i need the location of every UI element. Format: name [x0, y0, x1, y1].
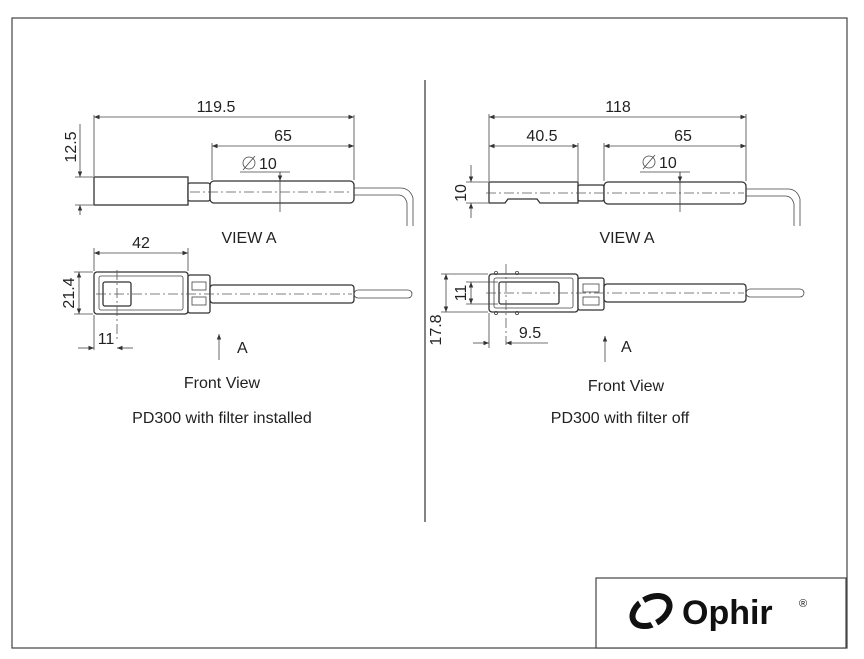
left-arrow-label: A [237, 340, 248, 357]
left-front-view-label: Front View [184, 375, 261, 392]
drawing-frame [11, 17, 848, 649]
right-caption: PD300 with filter off [551, 410, 690, 427]
left-head-length: 42 [132, 235, 150, 252]
right-side-view: 10 118 40.5 65 10 [453, 99, 801, 226]
left-caption: PD300 with filter installed [132, 410, 312, 427]
left-probe-diameter: 10 [259, 156, 277, 173]
right-inner-width: 11 [453, 285, 470, 302]
left-head-width: 21.4 [61, 277, 78, 308]
ophir-swoosh-icon [629, 592, 673, 630]
right-cable [746, 188, 801, 226]
logo-box [595, 577, 847, 649]
logo-registered-mark: ® [799, 598, 807, 610]
right-arrow-label: A [621, 339, 632, 356]
right-view-a-label: VIEW A [599, 230, 654, 247]
right-head-height: 10 [453, 184, 470, 202]
left-side-view: 10 119.5 65 12.5 [63, 99, 414, 226]
right-aperture-offset: 9.5 [519, 325, 541, 342]
left-probe-length: 65 [274, 128, 292, 145]
right-front-view-label: Front View [588, 378, 665, 395]
left-view-a-label: VIEW A [221, 230, 276, 247]
right-outer-width: 17.8 [428, 314, 445, 345]
logo-text: Ophir [682, 594, 773, 632]
right-probe-diameter: 10 [659, 155, 677, 172]
left-window-offset: 11 [98, 331, 115, 348]
right-front-view: 11 17.8 9.5 A [428, 264, 805, 362]
ophir-logo: Ophir ® [595, 577, 847, 649]
left-front-view: 42 21.4 11 A [61, 235, 413, 360]
right-head-length: 40.5 [526, 128, 557, 145]
right-probe-length: 65 [674, 128, 692, 145]
right-overall-length: 118 [605, 99, 631, 116]
left-head-height: 12.5 [63, 131, 80, 162]
left-cable [354, 187, 414, 226]
left-overall-length: 119.5 [197, 99, 236, 116]
left-detector-head [93, 176, 189, 206]
right-detector-head [488, 181, 579, 204]
